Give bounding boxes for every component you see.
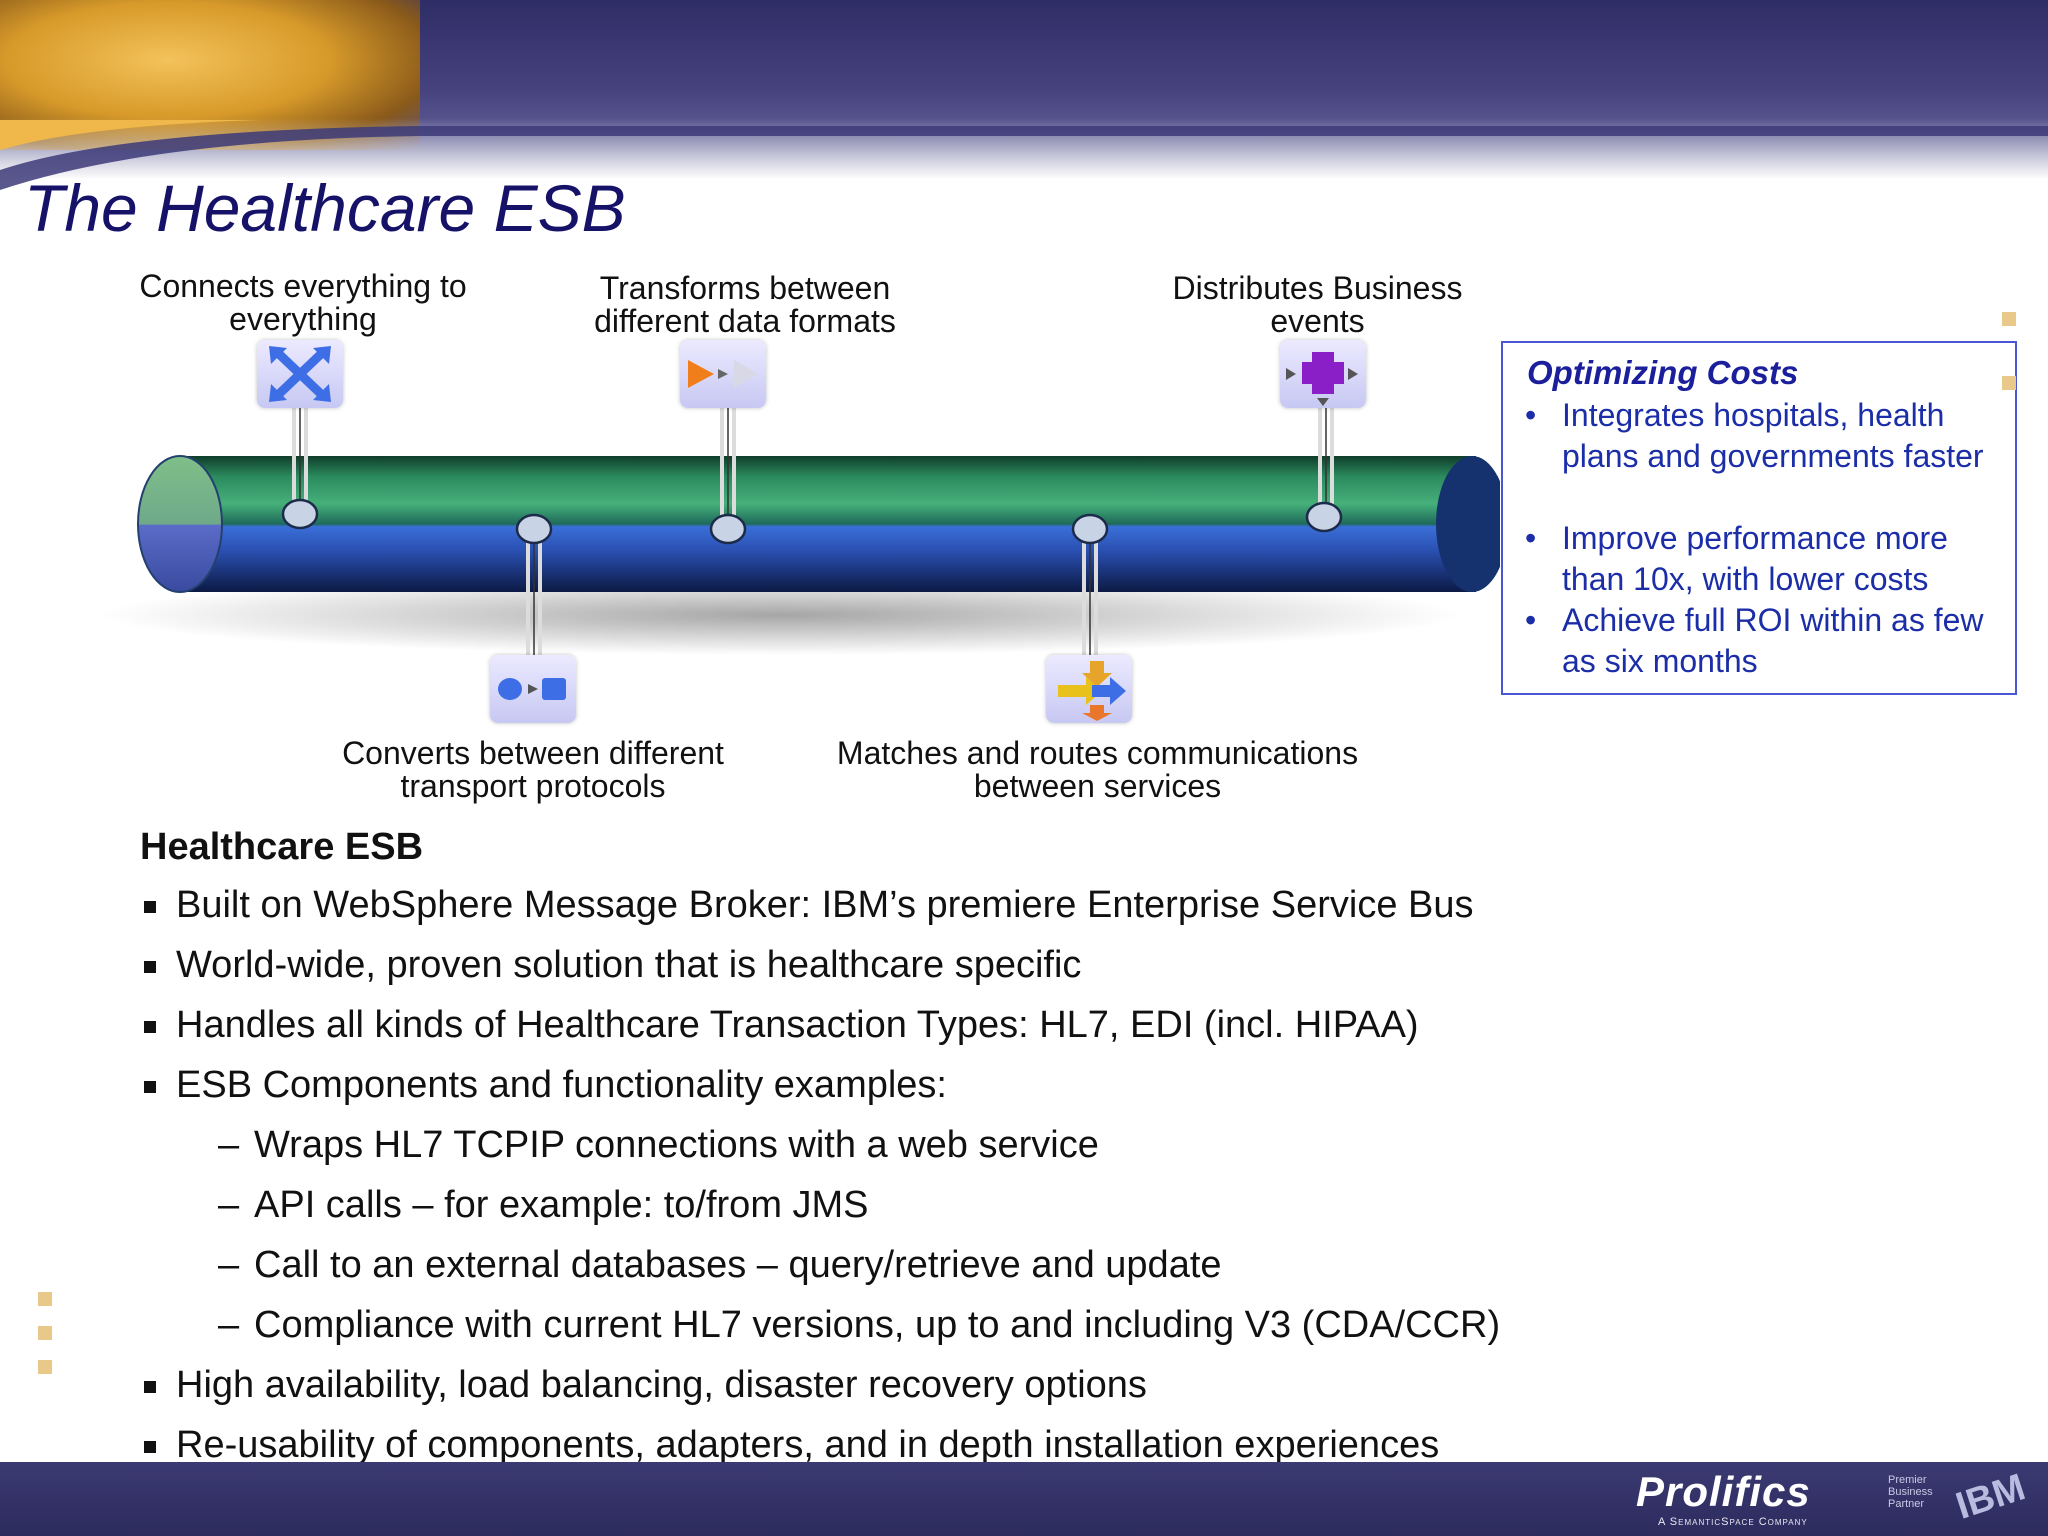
esb-bullet: ESB Components and functionality example… (176, 1064, 947, 1106)
bullet-dot: • (1525, 602, 1537, 638)
cross-arrows-icon (257, 340, 343, 408)
cost-item: • Improve performance more than 10x, wit… (1525, 518, 2005, 600)
partner-badge: Premier Business Partner (1888, 1474, 1933, 1510)
esb-pipe (100, 408, 1500, 655)
bullet-square (144, 1381, 156, 1393)
caption-connects: Connects everything to everything (139, 268, 467, 337)
bullet-square (144, 901, 156, 913)
caption-distributes: Distributes Business events (1172, 270, 1463, 339)
protocol-convert-icon (490, 655, 576, 723)
prolifics-logo: Prolifics (1636, 1468, 1811, 1515)
cost-item-text: Integrates hospitals, health plans and g… (1562, 397, 1984, 474)
sub-marker: – (218, 1244, 240, 1286)
esb-bullet: Built on WebSphere Message Broker: IBM’s… (176, 884, 1474, 926)
caption-matches: Matches and routes communications betwee… (836, 735, 1359, 804)
transform-arrows-icon (680, 340, 766, 408)
routing-arrows-icon (1046, 655, 1132, 723)
optimizing-costs-title: Optimizing Costs (1527, 354, 1799, 391)
event-distribution-icon (1280, 340, 1366, 408)
footer-band: Prolifics A SemanticSpace Company Premie… (0, 1462, 2048, 1536)
esb-diagram: Connects everything to everything Transf… (0, 0, 1500, 820)
caption-transforms: Transforms between different data format… (594, 270, 896, 339)
prolifics-tagline: A SemanticSpace Company (1658, 1516, 1808, 1528)
esb-sub-item: Compliance with current HL7 versions, up… (254, 1304, 1501, 1346)
sub-marker: – (218, 1304, 240, 1346)
esb-bullet: Handles all kinds of Healthcare Transact… (176, 1004, 1419, 1046)
esb-bullet: Re-usability of components, adapters, an… (176, 1424, 1440, 1466)
esb-sub-item: Wraps HL7 TCPIP connections with a web s… (254, 1124, 1099, 1166)
bullet-square (144, 1021, 156, 1033)
cost-item: • Achieve full ROI within as few as six … (1525, 600, 2005, 682)
esb-bullet: High availability, load balancing, disas… (176, 1364, 1147, 1406)
bullet-dot: • (1525, 397, 1537, 433)
sub-marker: – (218, 1184, 240, 1226)
ibm-logo: IBM (1951, 1466, 2031, 1528)
esb-sub-item: Call to an external databases – query/re… (254, 1244, 1222, 1286)
bullet-dot: • (1525, 520, 1537, 556)
cost-item: • Integrates hospitals, health plans and… (1525, 395, 2005, 477)
cost-item-text: Improve performance more than 10x, with … (1562, 520, 1948, 597)
bullet-square (144, 1081, 156, 1093)
bullet-square (144, 961, 156, 973)
esb-sub-item: API calls – for example: to/from JMS (254, 1184, 869, 1226)
bullet-square (144, 1441, 156, 1453)
esb-bullet: World-wide, proven solution that is heal… (176, 944, 1082, 986)
slide-title: The Healthcare ESB (24, 171, 626, 245)
sub-marker: – (218, 1124, 240, 1166)
header-swoosh (0, 120, 2048, 190)
optimizing-costs-box: Optimizing Costs • Integrates hospitals,… (1501, 341, 2017, 695)
cost-item-text: Achieve full ROI within as few as six mo… (1562, 602, 1984, 679)
caption-converts: Converts between different transport pro… (342, 735, 724, 804)
esb-heading: Healthcare ESB (140, 826, 424, 868)
